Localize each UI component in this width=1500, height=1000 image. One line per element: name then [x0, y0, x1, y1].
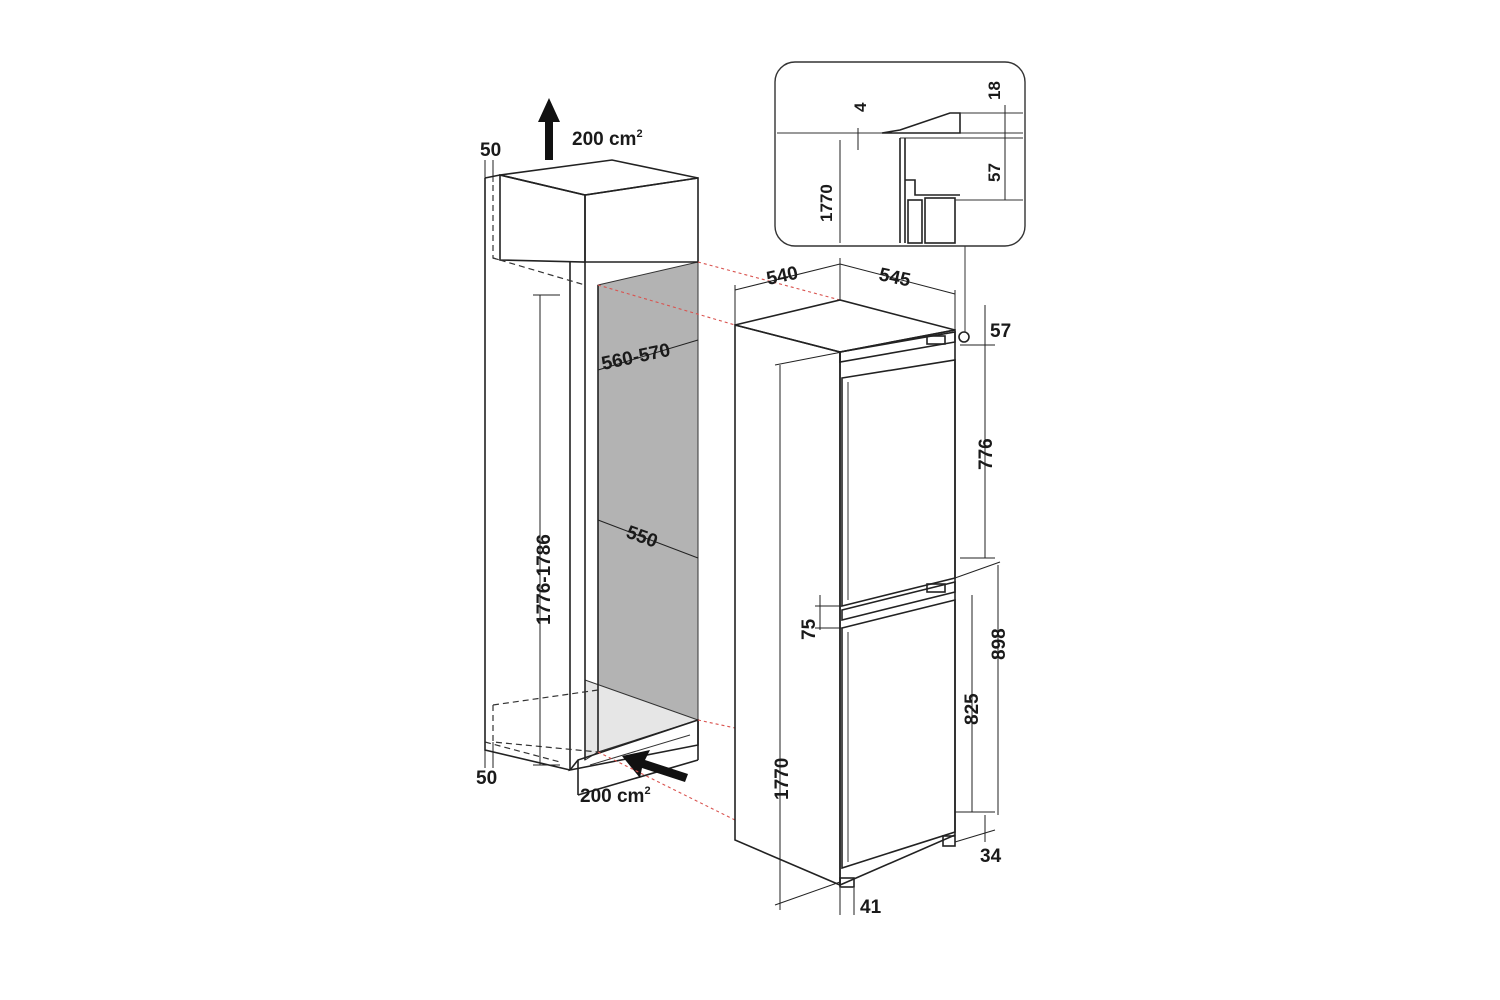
door-gap-dimension: 75 [799, 595, 842, 640]
bottom-gap-dimension: 50 [476, 742, 497, 789]
top-offset-dimension: 57 [960, 305, 1011, 346]
svg-text:41: 41 [860, 897, 882, 918]
svg-text:57: 57 [990, 321, 1011, 342]
niche-height-dimension: 1776-1786 [533, 294, 560, 766]
svg-text:776: 776 [976, 438, 997, 470]
appliance [734, 299, 970, 888]
alignment-guides [597, 261, 841, 821]
top-cabinet-side [584, 177, 699, 263]
svg-text:1770: 1770 [817, 184, 836, 222]
svg-text:1776-1786: 1776-1786 [534, 534, 555, 625]
svg-text:540: 540 [765, 263, 800, 290]
appliance-top [734, 299, 956, 353]
svg-text:545: 545 [877, 264, 913, 291]
top-gap-dimension: 50 [480, 140, 501, 182]
svg-text:1770: 1770 [772, 758, 793, 800]
niche-back-panel [597, 261, 699, 753]
appliance-side [734, 323, 841, 887]
svg-text:57: 57 [985, 163, 1004, 182]
svg-text:4: 4 [851, 102, 870, 112]
foot-depth-dimension: 41 [839, 888, 882, 918]
appliance-width-dimension: 540 [734, 258, 841, 325]
vent-bottom-arrow-icon [622, 750, 688, 782]
upper-door-dimension: 776 [960, 345, 997, 559]
svg-text:34: 34 [980, 846, 1002, 867]
lower-door-dimension: 825 [955, 595, 995, 813]
svg-text:825: 825 [962, 693, 983, 725]
lower-door [841, 598, 956, 870]
vent-top-arrow-icon [538, 98, 560, 160]
cabinet-left-edge [484, 178, 571, 771]
appliance-front [839, 329, 956, 887]
svg-text:50: 50 [476, 768, 497, 789]
svg-text:200 cm2: 200 cm2 [572, 128, 643, 150]
top-cabinet-front [499, 173, 586, 263]
appliance-depth-dimension: 545 [839, 263, 956, 330]
top-cabinet-top [499, 159, 699, 196]
lower-section-dimension: 898 [954, 561, 1010, 815]
cabinet [484, 159, 700, 796]
upper-door [841, 359, 956, 608]
foot-height-dimension: 34 [954, 815, 1002, 867]
svg-text:50: 50 [480, 140, 501, 161]
detail-inset: 4 1770 18 57 [774, 61, 1026, 332]
svg-text:18: 18 [985, 81, 1004, 100]
svg-text:200 cm2: 200 cm2 [580, 785, 651, 807]
svg-text:898: 898 [989, 628, 1010, 660]
appliance-height-dimension: 1770 [772, 351, 843, 910]
top-pivot-icon [958, 331, 970, 343]
vent-top: 200 cm2 [538, 98, 643, 160]
side-foot [942, 835, 956, 847]
svg-text:75: 75 [799, 618, 820, 640]
middle-hinge-strip [841, 580, 956, 622]
vent-bottom: 200 cm2 [580, 750, 688, 807]
top-hinge-strip [839, 331, 956, 363]
